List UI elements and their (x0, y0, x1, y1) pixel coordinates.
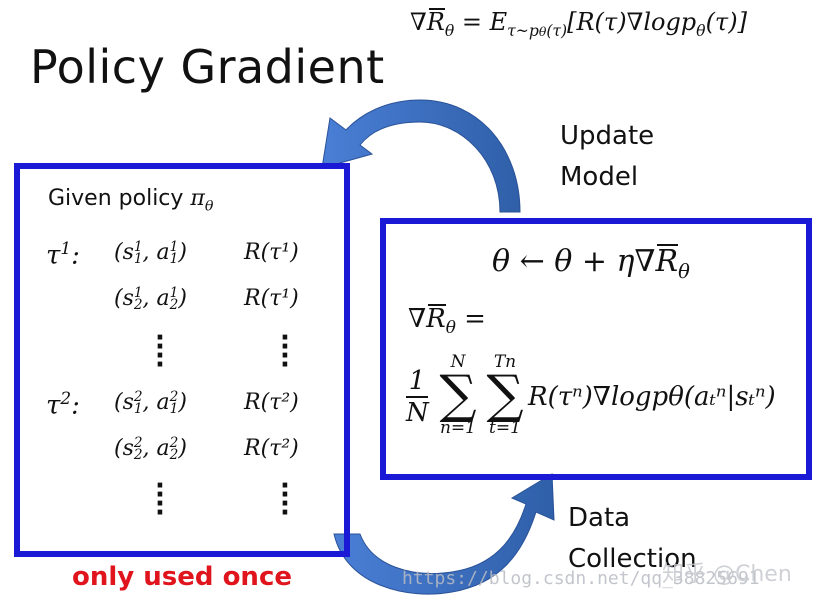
model-text: Model (560, 162, 639, 192)
model-update-box (380, 218, 812, 480)
vertical-ellipsis-icon: ···· (280, 471, 290, 528)
zhihu-watermark: 知乎 @Chen (662, 562, 792, 587)
vertical-ellipsis-icon: ···· (280, 323, 290, 380)
trajectory-1-label: τ1: (46, 238, 80, 271)
gradient-estimate: 1 N N ∑ n=1 Tn ∑ t=1 R(τⁿ)∇logpθ(aₜⁿ|sₜⁿ… (406, 352, 798, 452)
gradient-lhs: ∇Rθ = (408, 304, 486, 338)
reward-value: R(τ²) (244, 390, 299, 415)
trajectory-samples-box (14, 163, 350, 557)
only-used-once-note: only used once (72, 562, 292, 592)
update-model-arrow (321, 99, 521, 213)
update-model-label: Update Model (560, 116, 654, 198)
sum-over-t: Tn ∑ t=1 (486, 352, 524, 438)
given-text: Given policy (48, 186, 184, 211)
fraction-one-over-n: 1 N (406, 366, 429, 428)
sum-over-n: N ∑ n=1 (439, 352, 477, 438)
url-watermark: https://blog.csdn.net/qq_38825691 (402, 568, 760, 589)
page-title: Policy Gradient (30, 40, 385, 94)
data-collection-label: Data Collection (568, 498, 697, 580)
reward-value: R(τ¹) (244, 286, 299, 311)
parameter-update-rule: θ ← θ + η∇Rθ (492, 244, 690, 283)
policy-symbol: πθ (190, 186, 214, 215)
trajectory-2-label: τ2: (46, 388, 80, 421)
data-text: Data (568, 503, 631, 533)
update-text: Update (560, 121, 655, 151)
collection-text: Collection (568, 544, 697, 574)
reward-value: R(τ²) (244, 436, 299, 461)
vertical-ellipsis-icon: ···· (155, 471, 165, 528)
given-policy-label: Given policy πθ (48, 186, 214, 214)
data-collection-arrow (333, 473, 555, 595)
reward-value: R(τ¹) (244, 240, 299, 265)
objective-gradient-formula: ∇Rθ = Eτ~pθ(τ)[R(τ)∇logpθ(τ)] (410, 8, 747, 40)
summand-term: R(τⁿ)∇logpθ(aₜⁿ|sₜⁿ) (528, 382, 776, 412)
vertical-ellipsis-icon: ···· (155, 323, 165, 380)
